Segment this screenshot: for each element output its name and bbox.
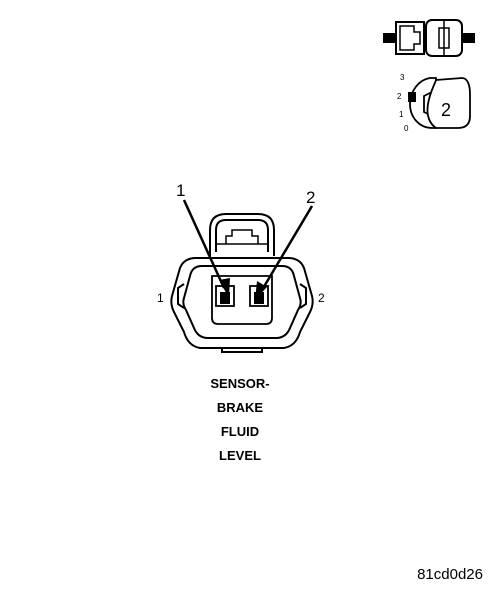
caption-line-4: LEVEL [219,448,261,463]
caption-line-3: FLUID [220,424,260,439]
connector-side-view-icon [383,19,475,57]
pin-label-left: 1 [157,291,164,305]
document-code: 81cd0d26 [417,566,483,583]
caption-line-2: BRAKE [216,400,264,415]
caption-line-1: SENSOR- [210,376,270,391]
key-scale-1: 1 [399,110,404,119]
callout-arrow-1 [182,199,230,298]
key-scale-3: 3 [400,73,405,82]
callout-label-2: 2 [306,188,315,207]
keying-position-icon: 3 2 1 0 2 [397,73,471,133]
callout-arrow-2 [255,205,314,300]
callout-label-1: 1 [176,181,185,200]
key-scale-0: 0 [404,124,409,133]
key-scale-2: 2 [397,92,402,101]
pin-label-right: 2 [318,291,325,305]
key-number: 2 [441,100,451,120]
component-caption: SENSOR- BRAKE FLUID LEVEL [150,372,330,468]
connector-face [170,213,314,353]
